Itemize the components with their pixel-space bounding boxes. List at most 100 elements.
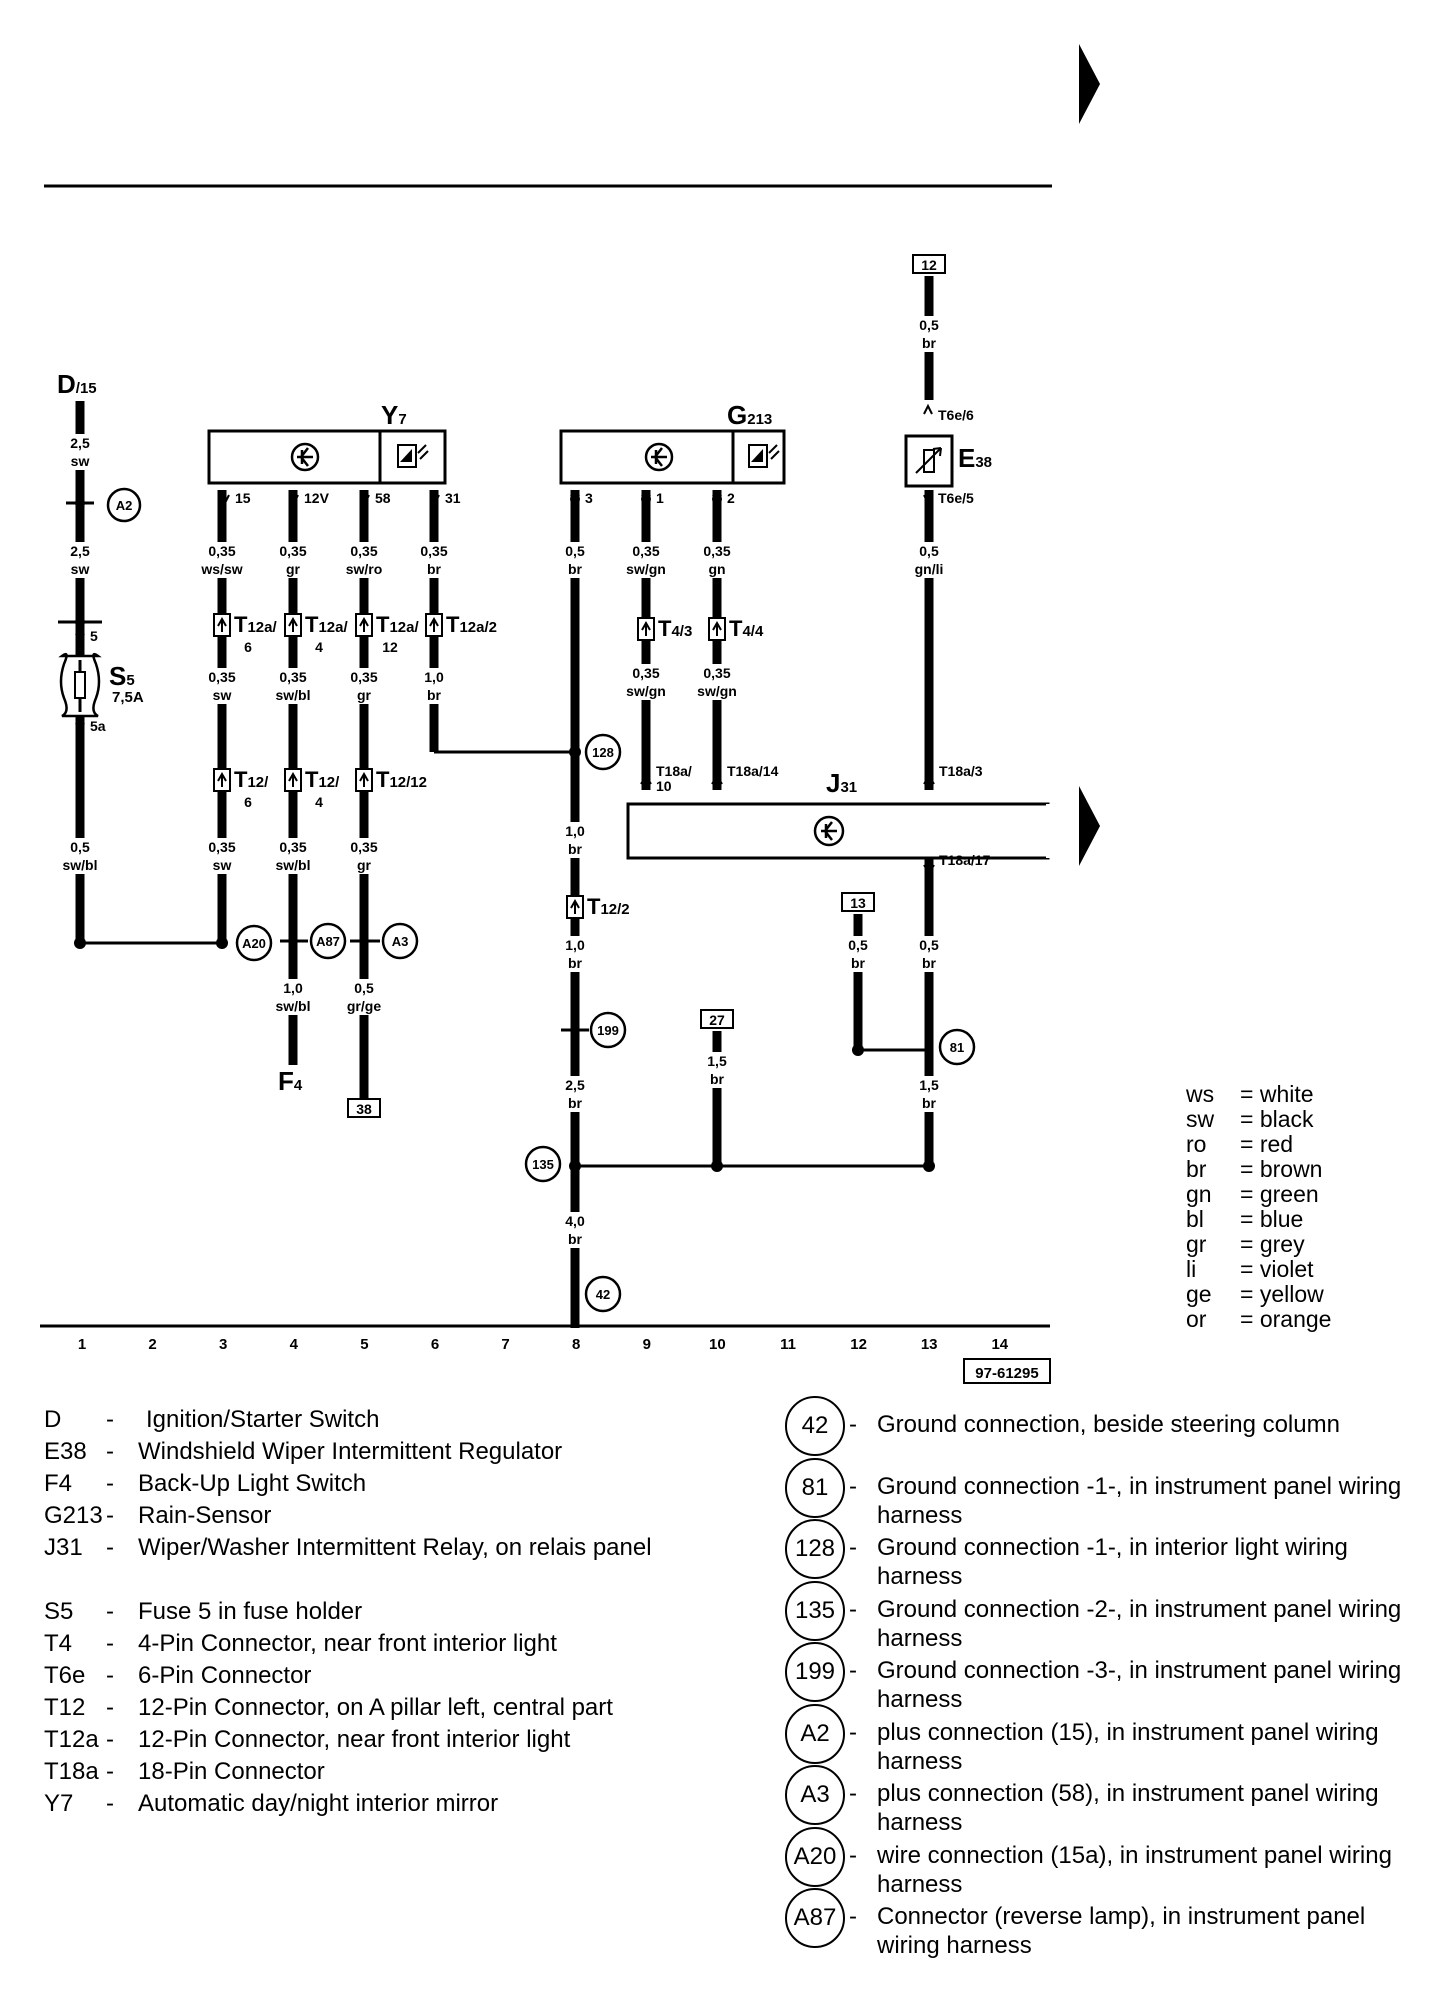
wire-label-bg: [548, 936, 602, 972]
junction-dot: [852, 1044, 864, 1056]
wire-size-label: 0,35: [208, 669, 235, 685]
connector-label-2: 6: [244, 794, 252, 810]
legend-code: Y7: [44, 1790, 74, 1817]
arrow-down-icon: [360, 494, 370, 506]
pin-label: 3: [585, 490, 593, 506]
reference-box: [841, 892, 875, 912]
legend-code: T6e: [44, 1662, 86, 1689]
wire-size-label: 0,5: [848, 937, 868, 953]
connector-label: T4/3: [658, 616, 692, 641]
wire-label-bg: [337, 838, 391, 874]
color-name: violet: [1259, 1256, 1314, 1282]
equals-sign: =: [1240, 1206, 1260, 1232]
wire-label-bg: [548, 1076, 602, 1112]
wire-size-label: 0,5: [70, 839, 90, 855]
wire-size-label: 0,5: [919, 543, 939, 559]
wire-color-label: sw/ro: [346, 561, 383, 577]
grid-number: 4: [290, 1336, 299, 1353]
continue-arrow-mid-icon: [1079, 786, 1100, 866]
ground-point-label: 81: [950, 1040, 964, 1055]
grid-number: 3: [219, 1336, 227, 1353]
wire-color-label: br: [568, 955, 583, 971]
equals-sign: =: [1240, 1106, 1260, 1132]
component-label-y7: Y7: [381, 400, 407, 430]
legend-description: 12-Pin Connector, near front interior li…: [138, 1726, 571, 1753]
reference-label: 12: [921, 257, 937, 273]
grid-number: 8: [572, 1336, 580, 1353]
legend-dash: -: [106, 1534, 114, 1561]
ground-point-label: A87: [316, 934, 340, 949]
legend-dash: -: [106, 1726, 114, 1753]
reference-box: [700, 1009, 734, 1029]
ground-legend-description: plus connection (15), in instrument pane…: [877, 1718, 1379, 1775]
wire-color-label: gn/li: [915, 561, 944, 577]
ground-legend-description: Ground connection -3-, in instrument pan…: [877, 1657, 1402, 1713]
color-key-row: li = violet: [1186, 1257, 1331, 1282]
ground-legend-dash: -: [849, 1903, 857, 1930]
arrow-down-icon: [641, 494, 651, 506]
ground-legend-circle: 135: [785, 1580, 845, 1641]
wire-size-label: 0,35: [420, 543, 447, 559]
ground-legend-dash: -: [849, 1780, 857, 1807]
wire-size-label: 4,0: [565, 1213, 585, 1229]
ground-point-label: 128: [592, 745, 614, 760]
connector-arrow-icon: [429, 616, 439, 632]
pin-label: T6e/6: [938, 407, 974, 423]
wire-label-bg: [690, 542, 744, 578]
color-key-row: ge= yellow: [1186, 1282, 1331, 1307]
legend-description: Wiper/Washer Intermittent Relay, on rela…: [138, 1534, 652, 1561]
ground-legend-description: Ground connection -2-, in instrument pan…: [877, 1595, 1402, 1652]
legend-description: Automatic day/night interior mirror: [138, 1790, 499, 1817]
equals-sign: =: [1240, 1256, 1260, 1282]
wire-color-label: sw: [71, 453, 90, 469]
legend-code: E38: [44, 1438, 87, 1465]
connector-arrow-icon: [288, 771, 298, 787]
legend-dash: -: [106, 1790, 114, 1817]
wire-label-bg: [266, 979, 320, 1015]
wire-size-label: 1,0: [565, 823, 585, 839]
wire-color-label: br: [922, 335, 937, 351]
ground-legend-dash: -: [849, 1534, 857, 1561]
equals-sign: =: [1240, 1156, 1260, 1182]
grid-number: 11: [780, 1336, 796, 1353]
equals-sign: =: [1240, 1231, 1260, 1257]
ground-legend-dash: -: [849, 1472, 857, 1500]
ground-legend-dash: -: [849, 1411, 857, 1438]
wire-color-label: br: [427, 687, 442, 703]
wire-size-label: 1,0: [565, 937, 585, 953]
wire-size-label: 0,35: [350, 669, 377, 685]
wire-size-label: 2,5: [70, 435, 90, 451]
grid-number: 6: [431, 1336, 439, 1353]
ground-legend-circle: 42: [785, 1396, 845, 1456]
wire-size-label: 0,35: [632, 543, 659, 559]
grid-number: 13: [921, 1336, 938, 1353]
wire-color-label: sw/gn: [697, 683, 737, 699]
wire-label-bg: [53, 542, 107, 578]
wire-color-label: gr: [357, 687, 372, 703]
wire-color-label: br: [568, 1231, 583, 1247]
junction-dot: [75, 617, 85, 627]
wire-color-label: br: [922, 1095, 937, 1111]
connector-arrow-icon: [641, 620, 651, 636]
wire-size-label: 0,35: [279, 839, 306, 855]
ground-point-a3: [381, 922, 419, 960]
color-code: li: [1186, 1256, 1197, 1282]
color-key-row: sw= black: [1186, 1107, 1331, 1132]
wire-color-label: sw/bl: [275, 687, 310, 703]
legend-code: G213: [44, 1502, 103, 1529]
connector-label: T12/2: [587, 894, 630, 919]
connector-label-2: 4: [315, 794, 323, 810]
wire-color-label: gr/ge: [347, 998, 381, 1014]
color-code: ge: [1186, 1281, 1212, 1307]
equals-sign: =: [1240, 1181, 1260, 1207]
legend-code: T18a: [44, 1758, 99, 1785]
color-name: yellow: [1259, 1281, 1324, 1307]
legend-dash: -: [106, 1470, 114, 1497]
legend-description: Ignition/Starter Switch: [146, 1406, 380, 1433]
connector-label: T18a/3: [939, 763, 983, 779]
arrow-down-icon: [923, 494, 933, 506]
j31-electronic-icon: [813, 815, 845, 847]
wire-size-label: 0,35: [632, 665, 659, 681]
wire-label-bg: [407, 542, 461, 578]
reference-box: [347, 1098, 381, 1118]
